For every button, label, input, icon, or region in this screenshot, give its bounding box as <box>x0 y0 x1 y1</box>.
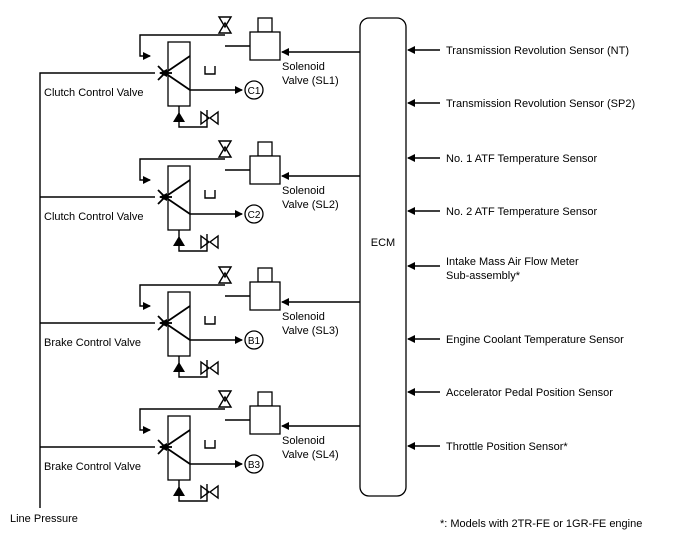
line-pressure-label: Line Pressure <box>10 513 78 525</box>
output-port-label: B3 <box>248 460 261 471</box>
check-valve-bottom-b <box>208 234 219 250</box>
bottom-arrow <box>173 362 185 372</box>
sensor-6: Engine Coolant Temperature Sensor <box>407 334 624 346</box>
valve-inlet-head <box>157 189 167 205</box>
check-valve-top-b <box>217 395 233 408</box>
drain-symbol <box>204 66 216 75</box>
bottom-arrow <box>173 112 185 122</box>
drain-symbol <box>204 316 216 325</box>
feedback-line <box>139 408 225 434</box>
check-valve-bottom-a <box>200 234 211 250</box>
sensor-label: Engine Coolant Temperature Sensor <box>446 334 624 346</box>
bottom-arrow <box>173 486 185 496</box>
sensor-label: Transmission Revolution Sensor (SP2) <box>446 98 635 110</box>
check-valve-bottom-a <box>200 484 211 500</box>
check-valve-bottom-a <box>200 360 211 376</box>
feedback-line <box>139 158 225 184</box>
solenoid-label-line2: Valve (SL4) <box>282 449 339 461</box>
ecm-box <box>359 17 407 497</box>
check-valve-top <box>217 266 233 279</box>
solenoid-label-line1: Solenoid <box>282 311 325 323</box>
sensor-label: Transmission Revolution Sensor (NT) <box>446 45 629 57</box>
valve-body <box>167 291 191 357</box>
bottom-loop <box>178 106 208 128</box>
valve-inlet-head <box>157 65 167 81</box>
valve-body <box>167 165 191 231</box>
output-port-circle <box>244 80 264 100</box>
bottom-arrow <box>173 236 185 246</box>
solenoid-label-line1: Solenoid <box>282 61 325 73</box>
valve-label: Brake Control Valve <box>44 461 141 473</box>
check-valve-bottom-b <box>208 110 219 126</box>
drain-symbol <box>204 440 216 449</box>
sensor-label: No. 1 ATF Temperature Sensor <box>446 153 598 165</box>
sensor-list: Transmission Revolution Sensor (NT) Trans… <box>407 45 635 453</box>
drain-symbol <box>204 190 216 199</box>
sensor-3: No. 1 ATF Temperature Sensor <box>407 153 598 165</box>
sensor-label: Sub-assembly* <box>446 270 521 282</box>
solenoid-label-line2: Valve (SL2) <box>282 199 339 211</box>
valve-label: Clutch Control Valve <box>44 211 143 223</box>
solenoid-body <box>249 405 281 435</box>
check-valve-top <box>217 16 233 29</box>
check-valve-top <box>217 140 233 153</box>
output-port-label: C1 <box>248 86 261 97</box>
output-port-circle <box>244 454 264 474</box>
sensor-label: Accelerator Pedal Position Sensor <box>446 387 613 399</box>
solenoid-body <box>249 31 281 61</box>
solenoid-head <box>257 267 273 283</box>
sensor-label: Throttle Position Sensor* <box>446 441 568 453</box>
sensor-1: Transmission Revolution Sensor (NT) <box>407 45 629 57</box>
solenoid-label-line2: Valve (SL3) <box>282 325 339 337</box>
feedback-line <box>139 284 225 310</box>
feedback-line <box>139 34 225 60</box>
check-valve-top-b <box>217 145 233 158</box>
line-pressure-line <box>39 72 155 508</box>
bottom-loop <box>178 480 208 502</box>
valve-label: Brake Control Valve <box>44 337 141 349</box>
valve-inlet-head <box>157 315 167 331</box>
sensor-label: Intake Mass Air Flow Meter <box>446 256 579 268</box>
check-valve-bottom-b <box>208 360 219 376</box>
valve-body <box>167 415 191 481</box>
sensor-label: No. 2 ATF Temperature Sensor <box>446 206 598 218</box>
bottom-loop <box>178 356 208 378</box>
output-port-label: C2 <box>248 210 261 221</box>
check-valve-bottom-a <box>200 110 211 126</box>
sensor-2: Transmission Revolution Sensor (SP2) <box>407 98 635 110</box>
sensor-4: No. 2 ATF Temperature Sensor <box>407 206 598 218</box>
sensor-8: Throttle Position Sensor* <box>407 441 568 453</box>
ecm-label: ECM <box>371 237 395 249</box>
output-port-circle <box>244 330 264 350</box>
solenoid-label-line2: Valve (SL1) <box>282 75 339 87</box>
footnote: *: Models with 2TR-FE or 1GR-FE engine <box>440 518 642 530</box>
bottom-loop <box>178 230 208 252</box>
valve-inlet-head <box>157 439 167 455</box>
solenoid-head <box>257 17 273 33</box>
output-port-circle <box>244 204 264 224</box>
solenoid-body <box>249 281 281 311</box>
sensor-7: Accelerator Pedal Position Sensor <box>407 387 613 399</box>
check-valve-top-b <box>217 271 233 284</box>
solenoid-label-line1: Solenoid <box>282 185 325 197</box>
valve-label: Clutch Control Valve <box>44 87 143 99</box>
check-valve-top <box>217 390 233 403</box>
solenoid-head <box>257 391 273 407</box>
output-port-label: B1 <box>248 336 261 347</box>
check-valve-top-b <box>217 21 233 34</box>
check-valve-bottom-b <box>208 484 219 500</box>
solenoid-label-line1: Solenoid <box>282 435 325 447</box>
solenoid-head <box>257 141 273 157</box>
valve-body <box>167 41 191 107</box>
solenoid-body <box>249 155 281 185</box>
